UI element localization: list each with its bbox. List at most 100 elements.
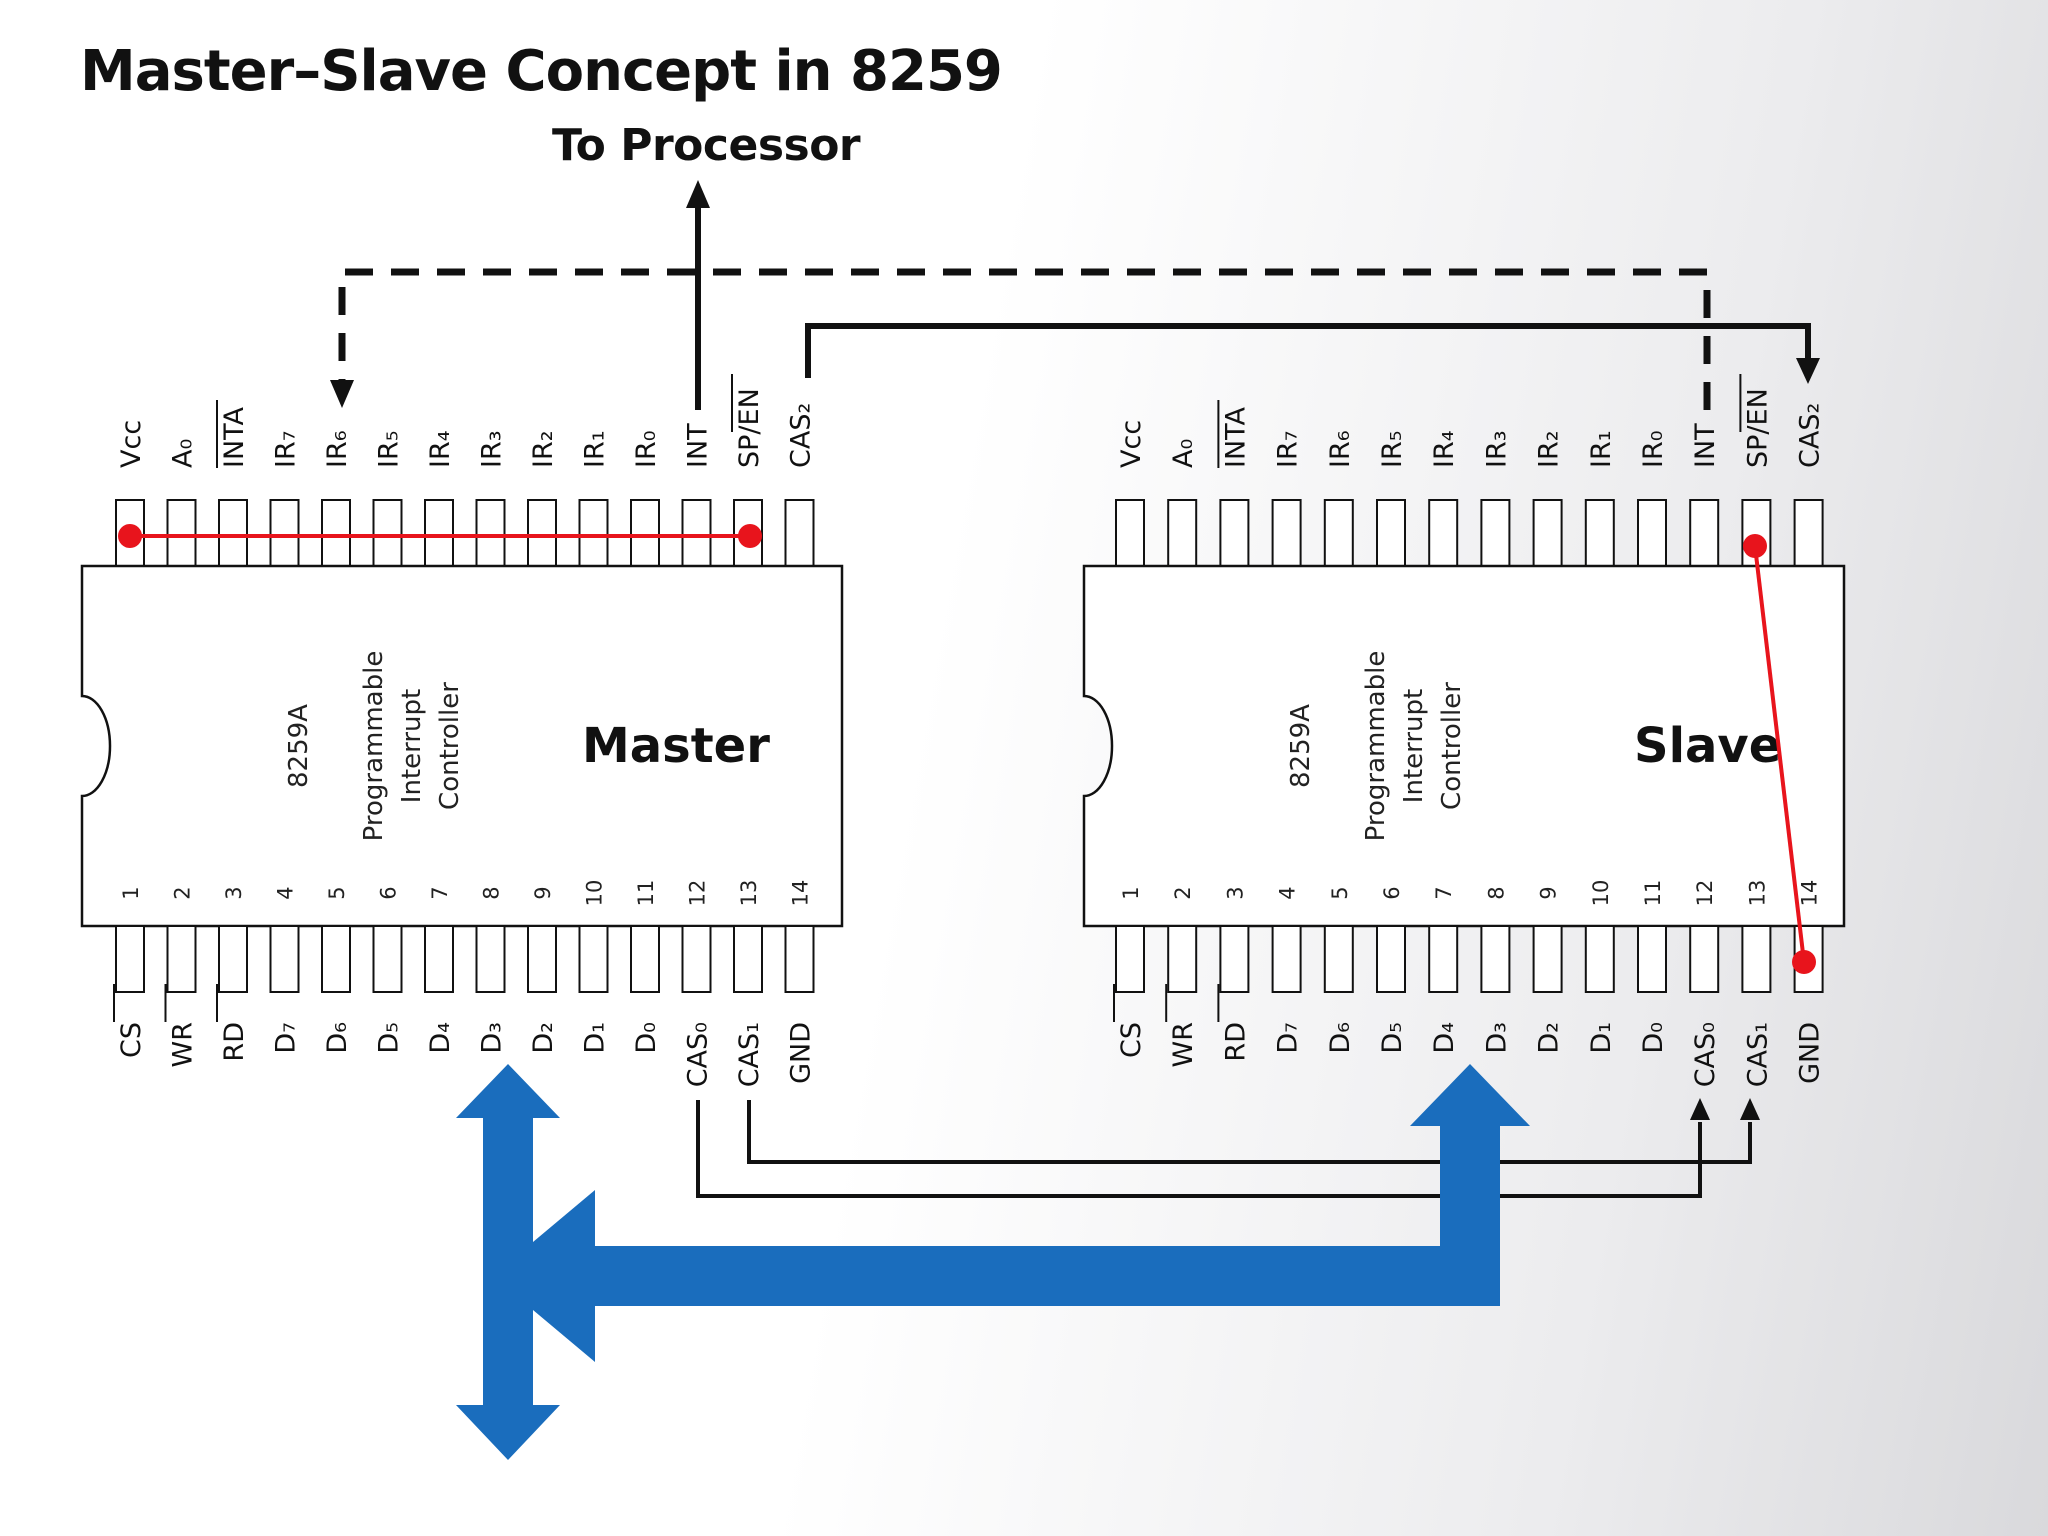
pin-5	[321, 925, 351, 993]
pin-number: 7	[428, 886, 452, 899]
pin-2	[166, 925, 197, 993]
pin-ties	[118, 524, 1816, 974]
pin-label: Vcc	[1116, 420, 1147, 468]
pin-15	[784, 499, 815, 567]
chip-description-line: Programmable	[359, 651, 389, 842]
to-processor-label: To Processor	[552, 120, 861, 171]
pin-label: A₀	[1168, 439, 1199, 468]
pin-label: IR₇	[271, 430, 302, 468]
pin-label: IR₃	[1481, 430, 1512, 468]
pin-label: WR	[1168, 1022, 1199, 1067]
pin-number: 4	[274, 886, 298, 899]
pin-number: 13	[1745, 880, 1769, 907]
chip-name: Master	[582, 718, 770, 774]
pin-number: 3	[1223, 886, 1247, 899]
pin-11	[630, 925, 660, 993]
pin-number: 6	[1380, 886, 1404, 899]
pin-label: IR₃	[477, 430, 508, 468]
pin-label: CAS₁	[1742, 1022, 1773, 1087]
pin-label: WR	[168, 1022, 199, 1067]
pin-18	[1637, 499, 1667, 567]
pin-label: D₄	[425, 1022, 456, 1054]
pin-label: IR₆	[1325, 430, 1356, 468]
pin-label: CAS₀	[1690, 1022, 1721, 1087]
master-chip: 28Vcc27A₀26INTA25IR₇24IR₆23IR₅22IR₄21IR₃…	[80, 374, 844, 1087]
wiring	[330, 180, 1820, 1198]
pin-8	[1480, 925, 1511, 993]
pin-15	[1793, 499, 1824, 567]
pin-label: CAS₂	[1795, 403, 1826, 468]
chip-name: Slave	[1634, 718, 1781, 774]
pin-label: Vcc	[116, 420, 147, 468]
tie-dot	[738, 524, 762, 548]
pin-number: 2	[1171, 886, 1195, 899]
pin-label: INTA	[1220, 406, 1251, 468]
pin-number: 12	[1693, 880, 1717, 907]
pin-12	[1689, 925, 1720, 993]
pin-5	[1323, 925, 1354, 993]
pin-number: 3	[222, 886, 246, 899]
chip-description-line: Controller	[435, 682, 465, 810]
pin-19	[1584, 499, 1615, 567]
pin-label: A₀	[168, 439, 199, 468]
pin-8	[475, 925, 506, 993]
pin-label: CS	[116, 1022, 147, 1058]
pin-label: IR₂	[528, 430, 559, 468]
pin-25	[269, 499, 300, 567]
pin-label: IR₀	[631, 430, 662, 468]
pin-24	[1323, 499, 1354, 567]
pin-10	[1584, 925, 1615, 993]
pin-label: INT	[1690, 423, 1721, 468]
pin-21	[1480, 499, 1511, 567]
pin-number: 5	[325, 886, 349, 899]
pin-28	[1115, 499, 1145, 567]
pin-label: IR₀	[1638, 430, 1669, 468]
pin-label: D₅	[374, 1022, 405, 1054]
pin-1	[1115, 925, 1145, 993]
pin-label: D₀	[631, 1022, 662, 1054]
pin-label: IR₇	[1273, 430, 1304, 468]
pin-label: INTA	[219, 406, 250, 468]
chip-body	[80, 564, 844, 928]
pin-label: GND	[786, 1022, 817, 1084]
cas1-link-wire	[747, 1100, 1752, 1164]
data-bus-arrow-shape	[456, 1064, 1530, 1460]
pin-number: 2	[171, 886, 195, 899]
pin-label: D₇	[271, 1022, 302, 1054]
pin-number: 11	[1641, 880, 1665, 907]
pin-label: D₁	[580, 1022, 611, 1054]
pin-label: RD	[1220, 1022, 1251, 1062]
arrow-up-icon	[1740, 1098, 1760, 1120]
pin-number: 14	[1798, 880, 1822, 907]
slave-sp-to-gnd-tie	[1753, 545, 1806, 963]
pin-label: IR₂	[1534, 430, 1565, 468]
pin-22	[1428, 499, 1459, 567]
slave-chip: 28Vcc27A₀26INTA25IR₇24IR₆23IR₅22IR₄21IR₃…	[1082, 374, 1846, 1087]
pin-3	[1219, 925, 1250, 993]
chips-layer: 28Vcc27A₀26INTA25IR₇24IR₆23IR₅22IR₄21IR₃…	[80, 374, 1846, 1087]
pin-label: IR₁	[580, 430, 611, 468]
pin-number: 14	[789, 880, 813, 907]
pin-23	[372, 499, 403, 567]
pin-19	[578, 499, 609, 567]
pin-number: 9	[531, 886, 555, 899]
pin-label: IR₄	[425, 430, 456, 468]
pin-2	[1167, 925, 1198, 993]
pin-label: IR₅	[1377, 430, 1408, 468]
pin-13	[733, 925, 763, 993]
pin-23	[1376, 499, 1406, 567]
pin-10	[578, 925, 609, 993]
pin-label: D₃	[1481, 1022, 1512, 1054]
arrow-up-icon	[686, 180, 710, 208]
pin-number: 9	[1537, 886, 1561, 899]
pin-4	[269, 925, 300, 993]
pin-number: 11	[634, 880, 658, 907]
pin-12	[681, 925, 712, 993]
pin-label: SP/EN	[734, 388, 765, 468]
pin-label: D₂	[528, 1022, 559, 1054]
chip-description-line: Programmable	[1361, 651, 1391, 842]
pin-label: CAS₂	[786, 403, 817, 468]
pin-label: IR₅	[374, 430, 405, 468]
pin-number: 4	[1276, 886, 1300, 899]
